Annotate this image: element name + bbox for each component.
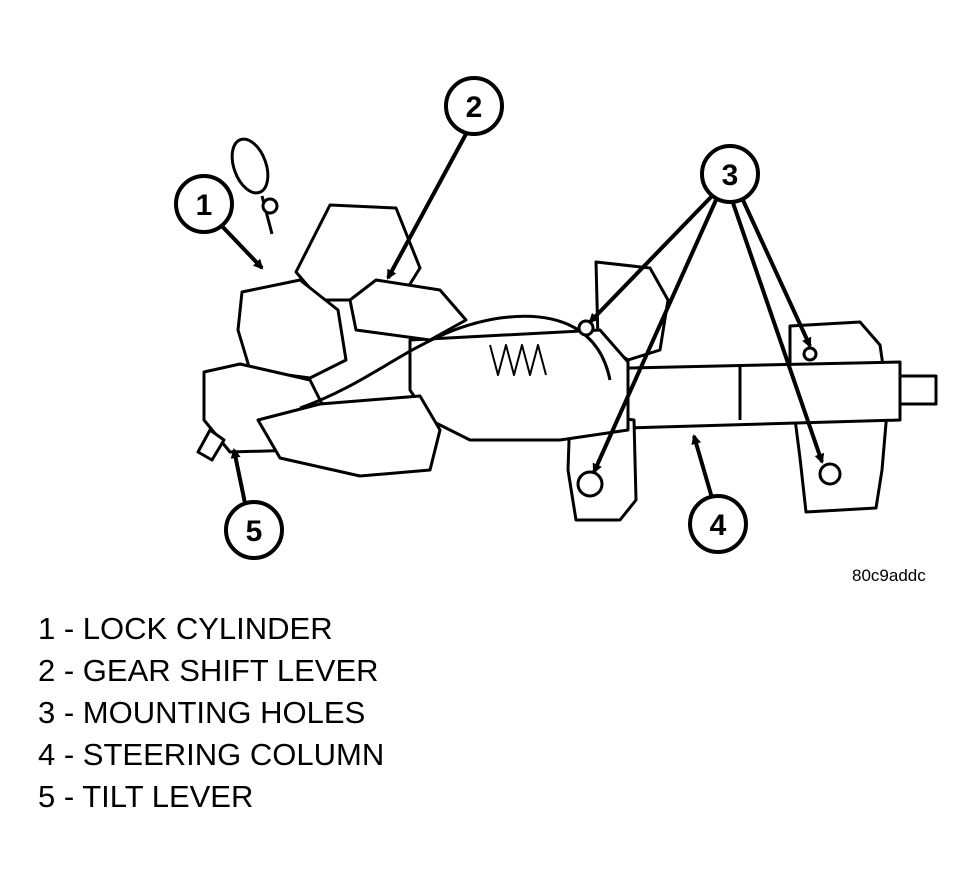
callout-2-number: 2 <box>466 91 483 124</box>
callout-3-leader-a <box>588 194 714 324</box>
figure-code: 80c9addc <box>852 566 926 585</box>
callout-3-number: 3 <box>722 159 739 192</box>
legend-item-mounting-holes: 3 - MOUNTING HOLES <box>38 695 366 730</box>
callout-5: 5 <box>224 500 284 560</box>
callout-3: 3 <box>700 144 760 204</box>
callout-4-leader <box>691 434 714 499</box>
callout-5-number: 5 <box>246 515 263 548</box>
legend-item-steering-column: 4 - STEERING COLUMN <box>38 737 385 772</box>
callout-5-leader <box>230 448 248 509</box>
legend: 1 - LOCK CYLINDER 2 - GEAR SHIFT LEVER 3… <box>38 608 384 818</box>
callout-1: 1 <box>174 174 234 234</box>
legend-item-gear-shift-lever: 2 - GEAR SHIFT LEVER <box>38 653 379 688</box>
legend-item-lock-cylinder: 1 - LOCK CYLINDER <box>38 611 333 646</box>
steering-column-drawing <box>196 137 938 522</box>
callout-2: 2 <box>444 76 504 136</box>
callout-1-leader <box>216 220 264 270</box>
callout-4-number: 4 <box>710 509 727 542</box>
callout-3-leader-c <box>730 199 825 464</box>
callout-3-leader-d <box>740 197 812 348</box>
legend-item-tilt-lever: 5 - TILT LEVER <box>38 779 254 814</box>
callout-3-leader-b <box>592 199 718 474</box>
callout-4: 4 <box>688 494 748 554</box>
callout-1-number: 1 <box>196 189 213 222</box>
steering-column-illustration: 1 2 3 4 5 <box>174 76 938 560</box>
callout-2-leader <box>386 133 468 280</box>
